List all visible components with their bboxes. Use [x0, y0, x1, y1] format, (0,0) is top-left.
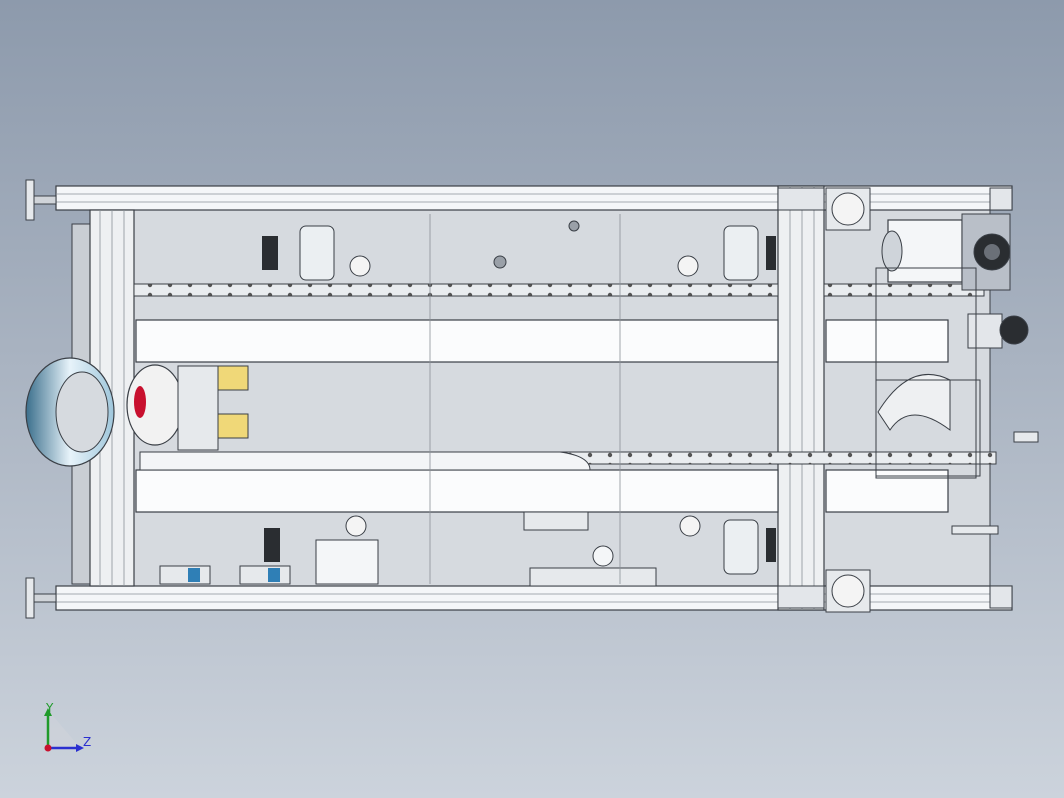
mount-hole	[679, 515, 701, 537]
corner-bracket	[777, 585, 825, 609]
mount-hole	[677, 255, 699, 277]
right-mount-plate	[875, 267, 977, 479]
view-triad	[44, 708, 84, 752]
upper-conveyor-belt[interactable]	[135, 319, 779, 363]
mount-hole	[568, 220, 580, 232]
rail-clamp	[766, 528, 776, 562]
y-axis-label: Y	[46, 701, 54, 715]
bearing-housing-lower[interactable]	[825, 569, 871, 613]
side-tab[interactable]	[951, 525, 999, 535]
lower-conveyor-belt[interactable]	[135, 469, 779, 513]
drive-pulley[interactable]	[967, 313, 1029, 349]
servo-motor[interactable]	[881, 213, 1011, 291]
z-axis-label: Z	[83, 735, 92, 749]
rail-clamp	[264, 528, 280, 562]
rail-clamp	[766, 236, 776, 270]
base-plate	[89, 209, 991, 591]
corner-bracket	[989, 187, 1013, 211]
valve-fittings[interactable]	[159, 539, 379, 585]
mount-hole	[345, 515, 367, 537]
lower-belt-end-right[interactable]	[825, 469, 949, 513]
idler-roller[interactable]	[523, 511, 589, 531]
z-axis-arrowhead	[76, 744, 84, 752]
corner-bracket	[777, 187, 825, 211]
leveling-foot-bottom[interactable]	[25, 577, 57, 619]
leveling-foot-top[interactable]	[25, 179, 57, 221]
mount-hole	[493, 255, 507, 269]
red-reel[interactable]	[126, 364, 184, 446]
tape-roll[interactable]	[25, 357, 115, 467]
plate-window	[299, 225, 335, 281]
y-axis-arrowhead	[44, 708, 52, 716]
middle-frame-post[interactable]	[777, 185, 825, 611]
side-stop[interactable]	[1013, 431, 1039, 443]
mount-hole	[349, 255, 371, 277]
triad-origin	[44, 744, 52, 752]
pressure-regulator[interactable]	[529, 545, 657, 587]
upper-belt-end-right[interactable]	[825, 319, 949, 363]
plate-window	[723, 225, 759, 281]
bearing-housing-upper[interactable]	[825, 187, 871, 231]
cutter-bracket[interactable]	[177, 365, 219, 451]
corner-bracket	[989, 585, 1013, 609]
plate-window	[723, 519, 759, 575]
rail-clamp	[262, 236, 278, 270]
